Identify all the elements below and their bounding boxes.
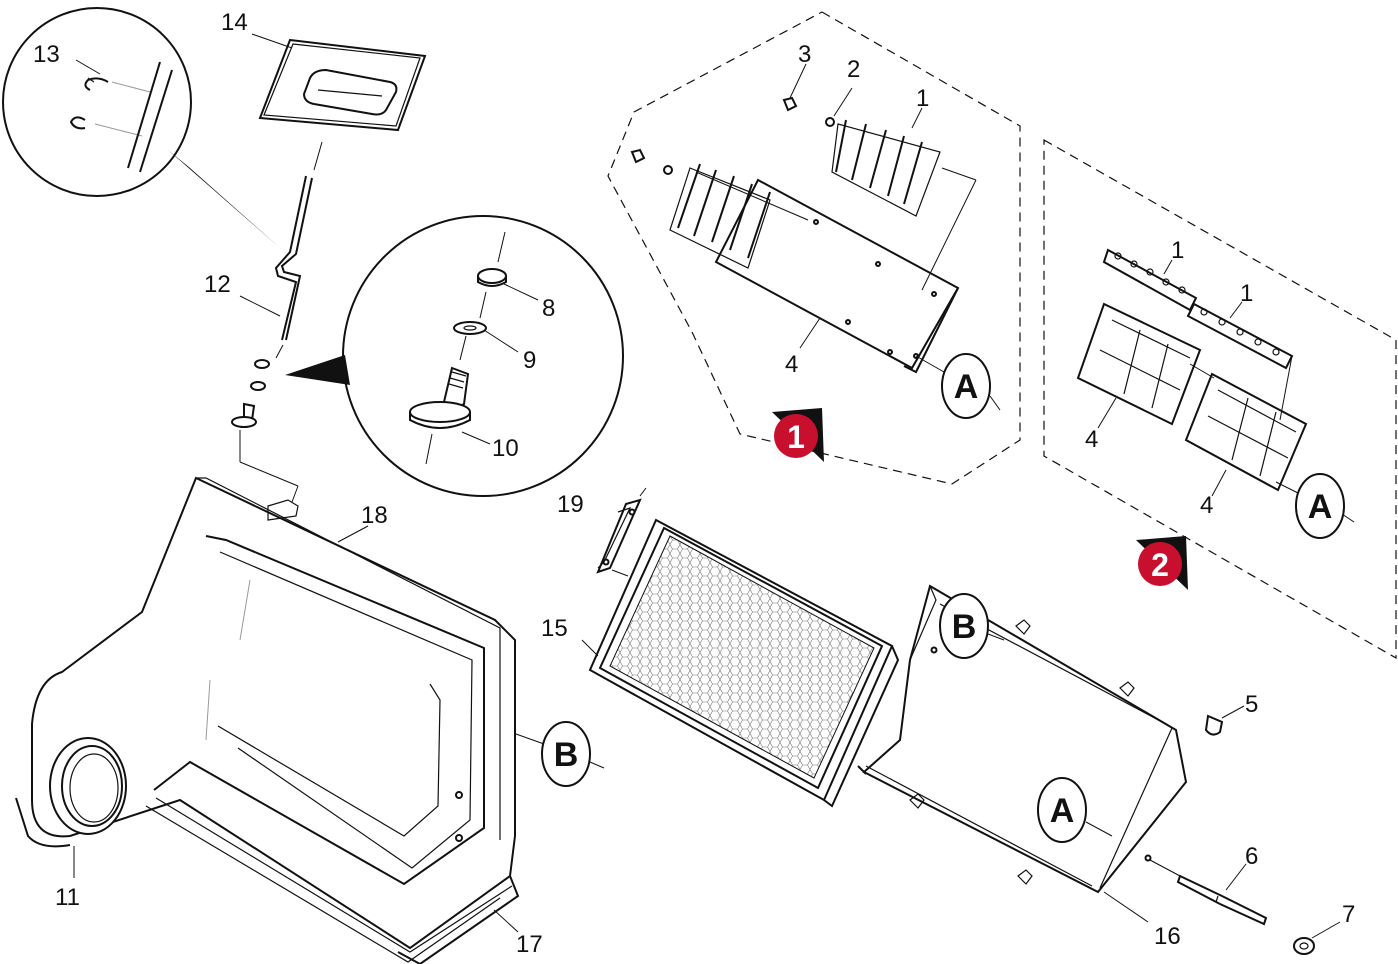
callout-15: 15 — [541, 615, 568, 642]
callout-4-variant2-left: 4 — [1085, 426, 1098, 453]
callout-11: 11 — [55, 884, 80, 911]
reference-B-2: B — [939, 593, 1005, 659]
callout-6: 6 — [1245, 843, 1258, 870]
callout-1-variant1: 1 — [916, 85, 929, 112]
variant-1-group — [607, 11, 1021, 485]
callout-1-variant2-upper: 1 — [1171, 237, 1184, 264]
part-16-duct — [857, 584, 1188, 894]
part-housing — [15, 476, 520, 964]
variant-1-label: 1 — [787, 419, 805, 455]
detail-circle-clips — [2, 7, 280, 248]
part-12-rod — [231, 141, 323, 503]
reference-B-1: B — [515, 721, 605, 787]
callout-17: 17 — [516, 931, 543, 958]
callout-5: 5 — [1245, 691, 1258, 718]
callout-19: 19 — [557, 491, 584, 518]
callout-2: 2 — [847, 56, 860, 83]
variant-badge-1: 1 — [772, 408, 824, 462]
ref-b-1-label: B — [554, 736, 579, 774]
callout-12: 12 — [204, 271, 231, 298]
part-14-handle-cover — [258, 38, 427, 132]
ref-b-2-label: B — [952, 608, 977, 646]
reference-A-3: A — [1037, 777, 1113, 843]
reference-A-1: A — [915, 353, 1001, 419]
callout-18: 18 — [361, 502, 388, 529]
callout-3: 3 — [798, 41, 811, 68]
ref-a-3-label: A — [1050, 792, 1075, 830]
reference-A-2: A — [1275, 473, 1355, 539]
part-15-filter — [588, 518, 900, 808]
ref-a-1-label: A — [954, 368, 979, 406]
callout-leaders — [73, 33, 1341, 939]
callout-1-variant2-lower: 1 — [1240, 280, 1253, 307]
detail-circle-fasteners — [285, 215, 624, 497]
callout-9: 9 — [523, 347, 536, 374]
callout-7: 7 — [1342, 901, 1355, 928]
variant-badge-2: 2 — [1136, 536, 1188, 590]
callout-numbers: 13 14 12 8 9 10 18 11 17 19 15 16 5 6 7 … — [33, 9, 1355, 958]
parts-5-6-7-fasteners — [1176, 714, 1315, 955]
callout-10: 10 — [492, 435, 519, 462]
callout-4-variant1: 4 — [785, 351, 798, 378]
callout-13: 13 — [33, 41, 60, 68]
variant-2-label: 2 — [1151, 547, 1169, 583]
ref-a-2-label: A — [1308, 488, 1333, 526]
part-19-bracket — [596, 487, 647, 577]
callout-16: 16 — [1154, 923, 1181, 950]
callout-8: 8 — [542, 295, 555, 322]
variant-2-group — [1043, 138, 1397, 660]
callout-14: 14 — [221, 9, 248, 36]
callout-4-variant2-right: 4 — [1200, 492, 1213, 519]
